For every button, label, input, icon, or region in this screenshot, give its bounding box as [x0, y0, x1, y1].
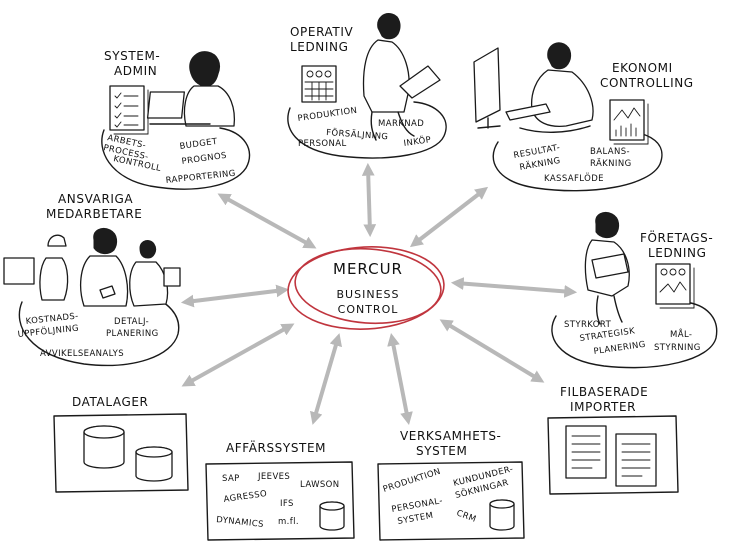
- affarssystem-label-ifs: IFS: [280, 499, 294, 509]
- file-document-icon: [566, 426, 606, 478]
- checklist-document-icon: [110, 86, 148, 134]
- verksamhetssystem-label-personal: PERSONAL-: [391, 496, 444, 515]
- affarssystem-database-icon: [320, 502, 344, 530]
- ansvariga-label-avvikelseanalys: AVVIKELSEANALYS: [40, 349, 124, 359]
- arrow-foretagsledning: [456, 283, 572, 292]
- center-title: MERCUR: [333, 260, 403, 278]
- arrow-operativ-ledning: [368, 168, 370, 232]
- monitor-icon: [474, 48, 500, 128]
- node-operativ-ledning: OPERATIV LEDNING PRODUKTION MARKNAD FÖRS…: [288, 14, 446, 158]
- ekonomi-controlling-title-line2: CONTROLLING: [600, 76, 694, 90]
- node-foretagsledning: FÖRETAGS- LEDNING STYRKORT STRATEGISK PL…: [552, 212, 717, 367]
- admin-person-icon: [148, 52, 235, 126]
- node-system-admin: SYSTEM- ADMIN ARBETS- PROCESS- KONTROLL …: [102, 49, 250, 189]
- foretagsledning-label-styrkort: STYRKORT: [564, 320, 612, 330]
- affarssystem-label-sap: SAP: [222, 474, 240, 484]
- verksamhetssystem-title-line2: SYSTEM: [416, 444, 467, 458]
- node-affarssystem: AFFÄRSSYSTEM SAP JEEVES LAWSON AGRESSO I…: [206, 440, 354, 540]
- verksamhetssystem-title-line1: VERKSAMHETS-: [400, 429, 501, 443]
- node-datalager: DATALAGER: [54, 395, 188, 492]
- node-ansvariga-medarbetare: ANSVARIGA MEDARBETARE KOSTNADS- UPPFÖLJN…: [0, 192, 180, 365]
- operativ-ledning-label-inkop: INKÖP: [403, 134, 432, 149]
- arrow-verksamhetssystem: [392, 338, 408, 420]
- affarssystem-label-agresso: AGRESSO: [223, 489, 268, 505]
- foretagsledning-label-planering: PLANERING: [593, 340, 646, 357]
- ekonomi-controlling-label-balans: BALANS-: [590, 147, 630, 157]
- node-verksamhetssystem: VERKSAMHETS- SYSTEM PRODUKTION KUNDUNDER…: [378, 429, 524, 540]
- workstation-monitor-icon: [0, 258, 34, 294]
- worker-person-icon: [40, 235, 68, 300]
- affarssystem-label-dynamics: DYNAMICS: [216, 515, 265, 530]
- laptop-icon: [148, 92, 185, 118]
- verksamhetssystem-database-icon: [490, 500, 514, 530]
- center-subtitle-line2: CONTROL: [338, 303, 399, 316]
- arrow-system-admin: [222, 196, 312, 246]
- node-ekonomi-controlling: EKONOMI CONTROLLING RESULTAT- RÄKNING BA…: [474, 43, 694, 191]
- foretagsledning-title-line2: LEDNING: [648, 246, 707, 260]
- verksamhetssystem-label-produktion: PRODUKTION: [382, 467, 442, 495]
- system-admin-title-line1: SYSTEM-: [104, 49, 160, 63]
- arrow-affarssystem: [314, 338, 338, 420]
- ansvariga-medarbetare-title-line1: ANSVARIGA: [58, 192, 133, 206]
- verksamhetssystem-label-crm: CRM: [455, 508, 478, 524]
- ekonomi-controlling-label-rakning2: RÄKNING: [590, 158, 632, 169]
- calendar-icon: [302, 66, 336, 102]
- ansvariga-label-detalj: DETALJ-: [114, 317, 149, 327]
- foretagsledning-title-line1: FÖRETAGS-: [640, 229, 713, 245]
- employee-person-icon: [81, 228, 128, 306]
- arrow-ansvariga-medarbetare: [186, 290, 284, 302]
- file-document-icon-2: [616, 434, 656, 486]
- controller-person-icon: [506, 43, 593, 133]
- operativ-ledning-label-marknad: MARKNAD: [378, 119, 424, 129]
- operativ-ledning-title-line1: OPERATIV: [290, 25, 353, 39]
- affarssystem-label-jeeves: JEEVES: [257, 472, 290, 482]
- ansvariga-medarbetare-title-line2: MEDARBETARE: [46, 207, 142, 221]
- system-admin-title-line2: ADMIN: [114, 64, 157, 78]
- desk-monitor-icon: [164, 268, 180, 286]
- affarssystem-title: AFFÄRSSYSTEM: [226, 440, 326, 455]
- ekonomi-controlling-label-kassaflode: KASSAFLÖDE: [544, 173, 604, 184]
- ansvariga-label-planering: PLANERING: [106, 329, 159, 339]
- database-cylinder-icon-2: [136, 447, 172, 481]
- filbaserade-importer-title-line1: FILBASERADE: [560, 385, 648, 399]
- operativ-ledning-label-produktion: PRODUKTION: [297, 106, 358, 124]
- verksamhetssystem-label-system: SYSTEM: [397, 511, 434, 527]
- scorecard-document-icon: [656, 264, 694, 308]
- center-node: MERCUR BUSINESS CONTROL: [286, 243, 446, 333]
- ekonomi-controlling-title-line1: EKONOMI: [612, 61, 673, 75]
- colleague-person-icon: [130, 241, 180, 306]
- system-admin-label-prognos: PROGNOS: [181, 151, 228, 167]
- datalager-title: DATALAGER: [72, 395, 149, 409]
- filbaserade-importer-title-line2: IMPORTER: [570, 400, 636, 414]
- arrow-filbaserade-importer: [444, 322, 540, 380]
- chart-document-icon: [610, 100, 648, 144]
- operativ-ledning-label-personal: PERSONAL: [298, 139, 347, 149]
- foretagsledning-label-mal: MÅL-: [670, 328, 692, 340]
- arrow-datalager: [186, 326, 290, 384]
- operativ-ledning-title-line2: LEDNING: [290, 40, 349, 54]
- affarssystem-label-mfl: m.fl.: [278, 517, 299, 527]
- database-cylinder-icon: [84, 426, 124, 468]
- affarssystem-label-lawson: LAWSON: [300, 480, 340, 490]
- executive-person-icon: [585, 212, 629, 324]
- foretagsledning-label-styrning: STYRNING: [654, 343, 701, 353]
- arrow-ekonomi-controlling: [414, 190, 484, 244]
- system-admin-label-budget: BUDGET: [179, 137, 219, 152]
- center-subtitle-line1: BUSINESS: [337, 288, 400, 301]
- node-filbaserade-importer: FILBASERADE IMPORTER: [548, 385, 678, 494]
